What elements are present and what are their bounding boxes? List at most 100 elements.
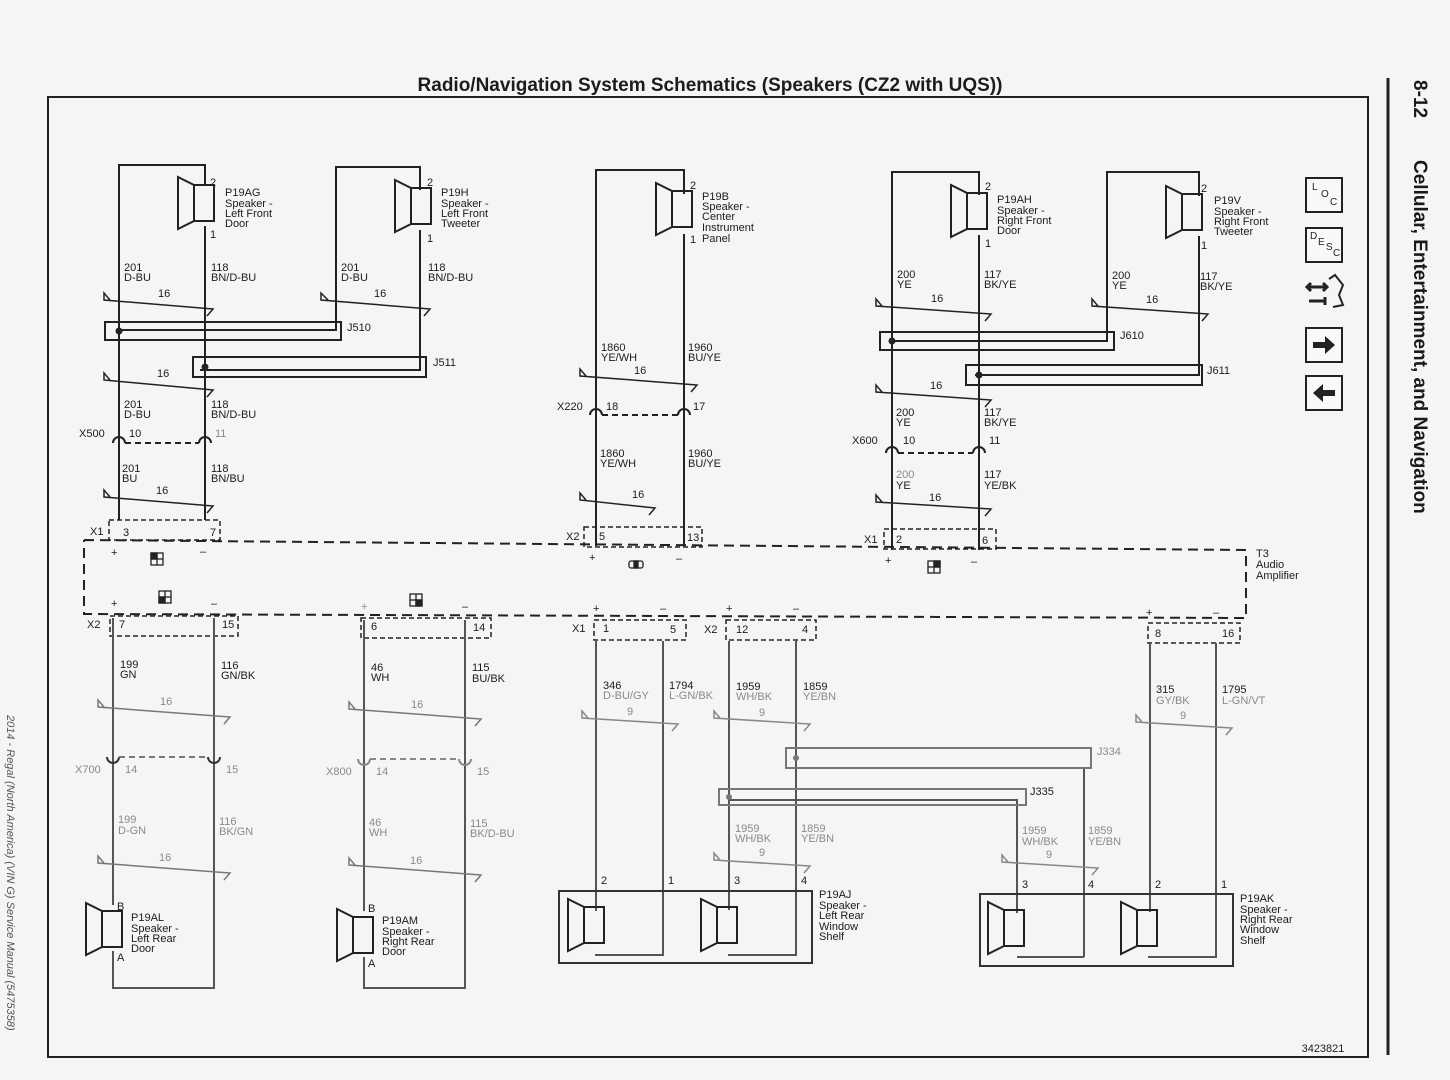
lf-tweeter-speaker-icon bbox=[394, 179, 432, 233]
twist-markers-rf bbox=[875, 296, 1210, 517]
rf-tweeter-l3: Tweeter bbox=[1214, 226, 1253, 238]
arrow-left-icon bbox=[1313, 384, 1335, 402]
wire-ls-c-color: WH/BK bbox=[735, 833, 772, 845]
wire-lr-b1-circuit: 116 bbox=[221, 660, 239, 672]
wire-c-a2-color: YE/WH bbox=[600, 458, 636, 470]
lf-tweeter-pin-bot: 1 bbox=[427, 233, 433, 245]
amp-tc-p1: 5 bbox=[599, 531, 605, 543]
wire-ls-d-color: YE/BN bbox=[801, 833, 834, 845]
amp-tr-p1: 2 bbox=[896, 534, 902, 546]
rf-tweeter-l1: Speaker - bbox=[1214, 206, 1262, 218]
pol-minus-3: – bbox=[971, 556, 978, 568]
connector-x600 bbox=[885, 446, 986, 454]
lr-shelf-l3: Window bbox=[819, 921, 858, 933]
arrow-left-button[interactable] bbox=[1305, 375, 1343, 411]
x800-pin2: 15 bbox=[477, 766, 489, 778]
rf-door-speaker-icon bbox=[950, 184, 988, 238]
arrow-right-icon bbox=[1313, 336, 1335, 354]
desc-letter-c: C bbox=[1333, 248, 1341, 259]
amp-tl-p1: 3 bbox=[123, 527, 129, 539]
amp-b1-name: X2 bbox=[87, 619, 100, 631]
splice-j610-label: J610 bbox=[1120, 330, 1144, 342]
wire-sh-b1-color: YE/BN bbox=[803, 691, 836, 703]
lf-door-l3: Door bbox=[225, 218, 249, 230]
wire-lf-a3-circuit: 201 bbox=[122, 463, 140, 475]
wire-rt-a-circuit: 200 bbox=[1112, 270, 1130, 282]
pol-plus-7: + bbox=[726, 603, 732, 615]
wire-ls-a-circuit: 346 bbox=[603, 680, 621, 692]
center-l2: Center bbox=[702, 211, 735, 223]
lf-tweeter-l1: Speaker - bbox=[441, 198, 489, 210]
lf-door-pin-top: 2 bbox=[210, 177, 216, 189]
rf-door-id: P19AH bbox=[997, 194, 1032, 206]
amp-tl-p2: 7 bbox=[210, 527, 216, 539]
center-l3: Instrument bbox=[702, 222, 754, 234]
twist-rf-1: 16 bbox=[931, 293, 943, 305]
lf-door-l1: Speaker - bbox=[225, 198, 273, 210]
amp-l2: Amplifier bbox=[1256, 570, 1299, 582]
pol-plus-5: + bbox=[361, 601, 367, 613]
lr-door-pin-top: B bbox=[117, 901, 124, 913]
lr-door-l1: Speaker - bbox=[131, 923, 179, 935]
rr-door-l2: Right Rear bbox=[382, 936, 435, 948]
amp-b3-p1: 1 bbox=[603, 623, 609, 635]
wire-rf-b3-circuit: 117 bbox=[984, 469, 1002, 481]
splice-j511 bbox=[192, 356, 427, 378]
wire-lr-a2-circuit: 199 bbox=[118, 814, 136, 826]
x700-pin2: 15 bbox=[226, 764, 238, 776]
twist-lt: 16 bbox=[374, 288, 386, 300]
pol-minus-1: – bbox=[200, 546, 207, 558]
channel-icons bbox=[150, 552, 941, 607]
rf-tweeter-speaker-icon bbox=[1165, 185, 1203, 239]
figure-id: 3423821 bbox=[1302, 1043, 1345, 1055]
rf-tweeter-pin-bot: 1 bbox=[1201, 240, 1207, 252]
splice-j334-label: J334 bbox=[1097, 746, 1121, 758]
rr-door-l3: Door bbox=[382, 946, 406, 958]
wire-rs-a-circuit: 315 bbox=[1156, 684, 1174, 696]
wire-rr-a1-circuit: 46 bbox=[371, 662, 383, 674]
desc-button[interactable]: D E S C bbox=[1305, 227, 1343, 263]
splice-j335-label: J335 bbox=[1030, 786, 1054, 798]
x700-pin1: 14 bbox=[125, 764, 137, 776]
loc-button[interactable]: L O C bbox=[1305, 177, 1343, 213]
lf-door-l2: Left Front bbox=[225, 208, 272, 220]
wire-rf-b1-color: BK/YE bbox=[984, 279, 1016, 291]
wire-c-a1-circuit: 1860 bbox=[601, 342, 625, 354]
wire-lf-a2-color: D-BU bbox=[124, 409, 151, 421]
rr-shelf-l2: Right Rear bbox=[1240, 914, 1293, 926]
wire-ls-c-circuit: 1959 bbox=[735, 823, 759, 835]
wire-rr-a2-color: WH bbox=[369, 827, 387, 839]
twist-rt: 16 bbox=[1146, 294, 1158, 306]
rf-door-wires bbox=[891, 171, 1200, 550]
lr-door-l3: Door bbox=[131, 943, 155, 955]
wire-c-b1-color: BU/YE bbox=[688, 352, 721, 364]
wire-rt-b-circuit: 117 bbox=[1200, 271, 1218, 283]
arrow-right-button[interactable] bbox=[1305, 327, 1343, 363]
wire-rr-a2-circuit: 46 bbox=[369, 817, 381, 829]
wire-lr-a2-color: D-GN bbox=[118, 825, 146, 837]
center-pin-bot: 1 bbox=[690, 234, 696, 246]
wire-ls-b-circuit: 1794 bbox=[669, 680, 693, 692]
x600-label: X600 bbox=[852, 435, 878, 447]
wire-rr-a1-color: WH bbox=[371, 672, 389, 684]
lf-tweeter-l2: Left Front bbox=[441, 208, 488, 220]
amp-bottom-connectors bbox=[109, 615, 1241, 644]
wire-rf-b1-circuit: 117 bbox=[984, 269, 1002, 281]
pol-minus-5: – bbox=[462, 601, 469, 613]
splice-j611-label: J611 bbox=[1207, 365, 1230, 377]
twist-sh-1: 9 bbox=[759, 707, 765, 719]
wire-lf-a1-circuit: 201 bbox=[124, 262, 142, 274]
x500-pin1: 10 bbox=[129, 428, 141, 440]
rr-shelf-pin-2: 4 bbox=[1088, 879, 1094, 891]
connector-tool-icon[interactable] bbox=[1303, 273, 1347, 313]
pol-plus-3: + bbox=[885, 555, 891, 567]
rf-tweeter-l2: Right Front bbox=[1214, 216, 1268, 228]
center-l4: Panel bbox=[702, 233, 730, 245]
twist-ls-1: 9 bbox=[627, 706, 633, 718]
amp-b4-name: X2 bbox=[704, 624, 717, 636]
x220-pin2: 17 bbox=[693, 401, 705, 413]
wire-rf-a1-color: YE bbox=[897, 279, 912, 291]
twist-lf-3: 16 bbox=[156, 485, 168, 497]
splice-j510 bbox=[104, 321, 342, 341]
